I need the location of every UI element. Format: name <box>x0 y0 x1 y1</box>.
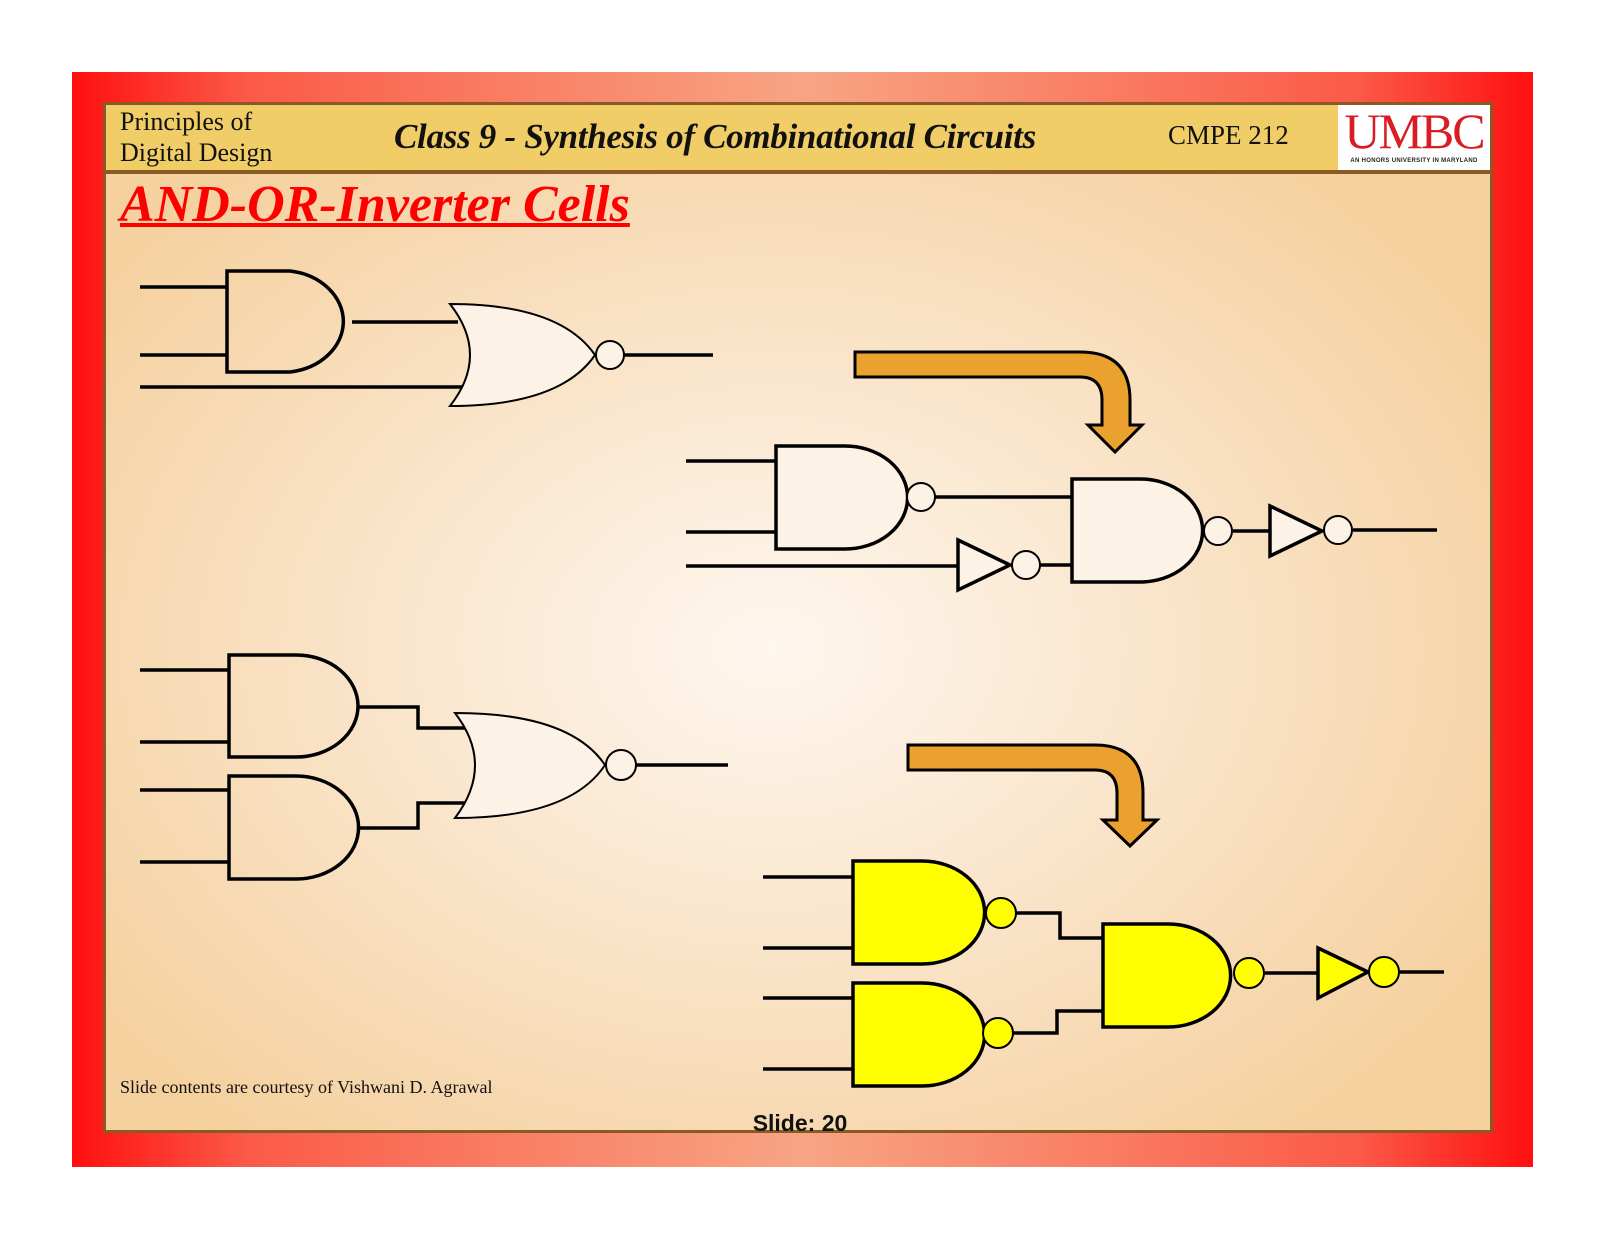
arrow-icon <box>853 350 1146 455</box>
nand-equivalent-1 <box>686 444 1437 593</box>
inversion-bubble <box>595 340 625 370</box>
and-gate <box>227 774 361 881</box>
wire <box>763 875 1444 1071</box>
nand-gate <box>851 981 987 1088</box>
inversion-bubble <box>1203 516 1233 546</box>
inversion-bubble <box>1323 515 1353 545</box>
wire <box>140 285 713 389</box>
course-code: CMPE 212 <box>1168 120 1289 150</box>
nor-gate <box>447 302 597 408</box>
credit-text: Slide contents are courtesy of Vishwani … <box>120 1077 493 1097</box>
and-gate <box>227 653 360 759</box>
nand-gate <box>774 444 910 551</box>
nand-equivalent-2 <box>763 859 1444 1088</box>
slide: Principles of Digital Design Class 9 - S… <box>103 102 1493 1133</box>
nand-gate <box>851 859 987 966</box>
wire <box>140 668 728 864</box>
inversion-bubble <box>985 897 1017 929</box>
inverter-gate <box>1268 503 1327 559</box>
nor-gate <box>452 711 607 820</box>
and-gate <box>225 269 346 374</box>
course-line-2: Digital Design <box>120 138 273 167</box>
umbc-logo: UMBC AN HONORS UNIVERSITY IN MARYLAND <box>1338 105 1490 170</box>
inversion-bubble <box>1011 550 1041 580</box>
logo-tagline: AN HONORS UNIVERSITY IN MARYLAND <box>1350 158 1478 164</box>
inversion-bubble <box>605 749 637 781</box>
inversion-bubble <box>1368 956 1400 988</box>
nand-gate <box>1101 922 1233 1029</box>
inversion-bubble <box>906 482 936 512</box>
inverter-gate <box>956 537 1015 593</box>
arrow-icon <box>906 743 1161 849</box>
course-name: Principles of Digital Design <box>120 106 272 168</box>
slide-heading: AND-OR-Inverter Cells <box>120 176 630 233</box>
slide-header: Principles of Digital Design Class 9 - S… <box>106 105 1490 174</box>
logo-text: UMBC <box>1344 105 1485 159</box>
aoi21-circuit <box>140 269 713 408</box>
class-title: Class 9 - Synthesis of Combinational Cir… <box>394 117 1036 156</box>
course-line-1: Principles of <box>120 107 253 136</box>
nand-gate <box>1070 477 1205 584</box>
inverter-gate <box>1316 945 1372 1001</box>
inversion-bubble <box>982 1017 1014 1049</box>
aoi22-circuit <box>140 653 728 881</box>
slide-number: Slide: 20 <box>752 1110 848 1136</box>
inversion-bubble <box>1233 957 1265 989</box>
wire <box>686 459 1437 568</box>
